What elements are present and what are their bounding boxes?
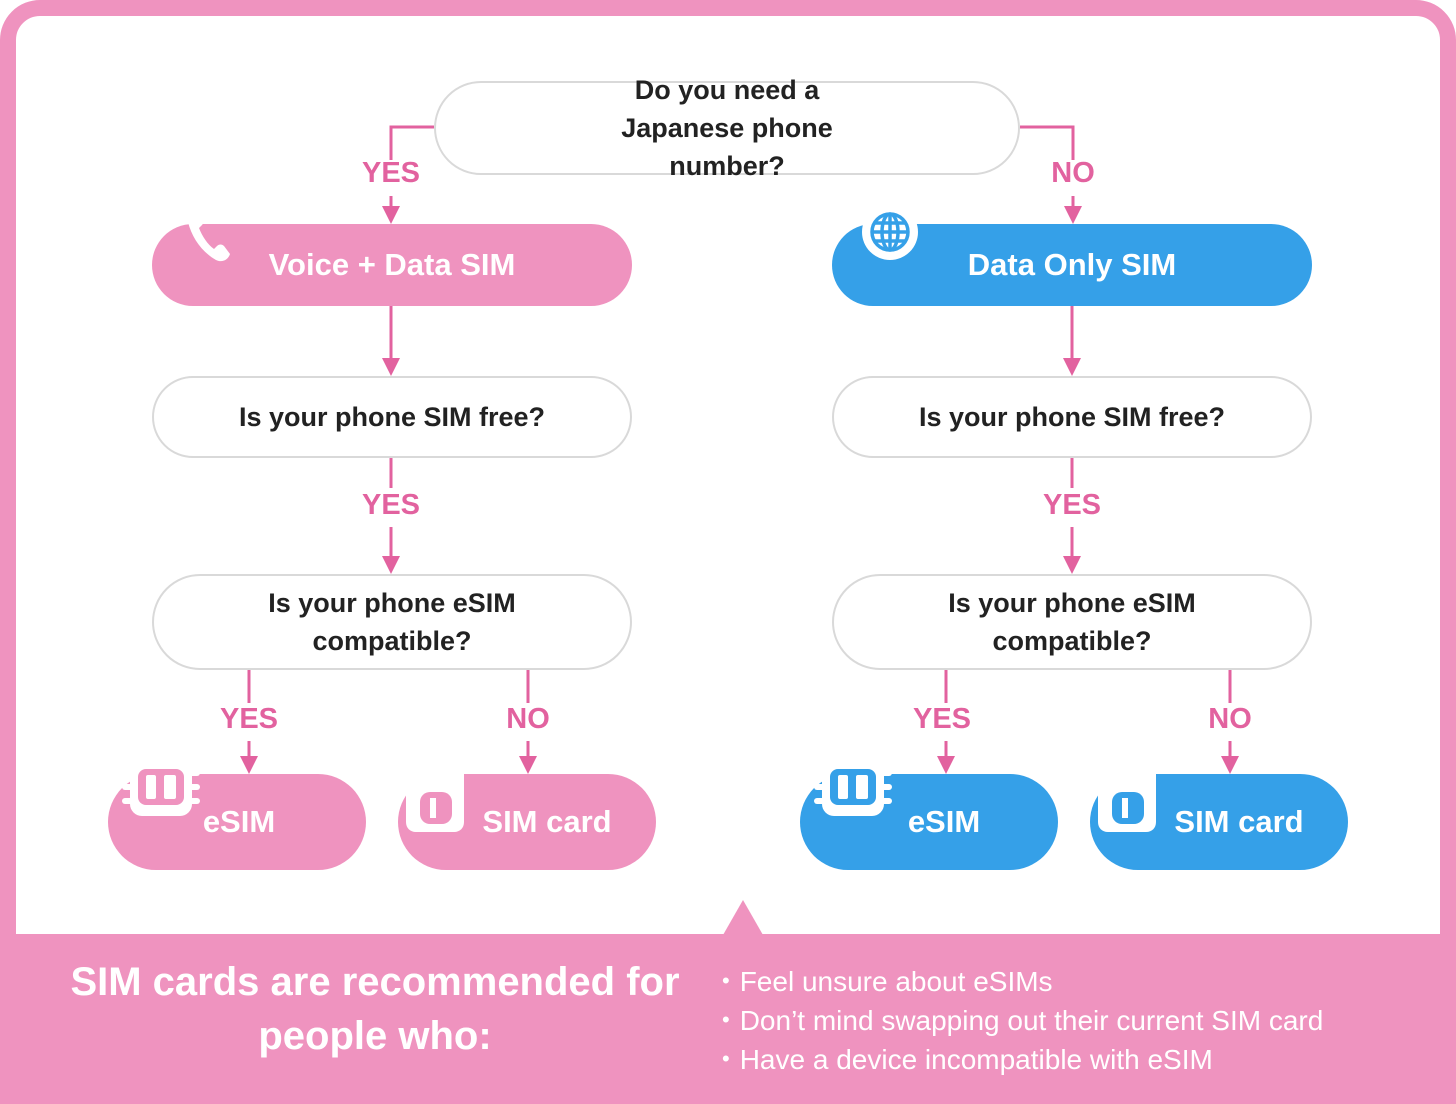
recommendation-pointer (723, 900, 763, 935)
data-q-sim-free: Is your phone SIM free? (832, 376, 1312, 458)
data-q2-yes-label: YES (912, 703, 972, 735)
root-question: Do you need a Japanese phone number? (434, 75, 1020, 181)
voice-q-sim-free: Is your phone SIM free? (152, 376, 632, 458)
sim-card-icon (406, 754, 464, 832)
arrowhead (1063, 358, 1081, 376)
list-item: Don’t mind swapping out their current SI… (722, 1001, 1324, 1040)
data-q1-yes-label: YES (1042, 489, 1102, 521)
connector-root-no-top (1020, 125, 1075, 160)
arrowhead (1221, 756, 1239, 774)
recommendation-title: SIM cards are recommended for people who… (70, 960, 680, 1058)
list-item: Feel unsure about eSIMs (722, 962, 1323, 1001)
arrowhead (1063, 556, 1081, 574)
globe-icon (862, 204, 918, 260)
root-yes-label: YES (361, 157, 421, 189)
data-q2-no-label: NO (1208, 703, 1252, 735)
voice-q2-no-label: NO (506, 703, 550, 735)
voice-q2-yes-label: YES (219, 703, 279, 735)
arrowhead (382, 358, 400, 376)
arrowhead (240, 756, 258, 774)
arrowhead (382, 556, 400, 574)
voice-q1-yes-label: YES (361, 489, 421, 521)
connector-root-yes-top (389, 125, 434, 160)
esim-chip-icon (122, 758, 200, 816)
arrowhead (937, 756, 955, 774)
sim-card-icon (1098, 754, 1156, 832)
data-q-esim-compatible: Is your phone eSIM compatible? (832, 574, 1312, 670)
phone-icon (187, 206, 230, 262)
root-no-label: NO (1051, 157, 1095, 189)
esim-chip-icon (814, 758, 892, 816)
arrowhead (1064, 206, 1082, 224)
list-item: Have a device incompatible with eSIM (722, 1040, 1323, 1079)
recommendation-list: Feel unsure about eSIMs Don’t mind swapp… (722, 962, 1324, 1079)
voice-data-sim-pill: Voice + Data SIM (152, 224, 632, 306)
arrowhead (519, 756, 537, 774)
arrowhead (382, 206, 400, 224)
voice-q-esim-compatible: Is your phone eSIM compatible? (152, 574, 632, 670)
